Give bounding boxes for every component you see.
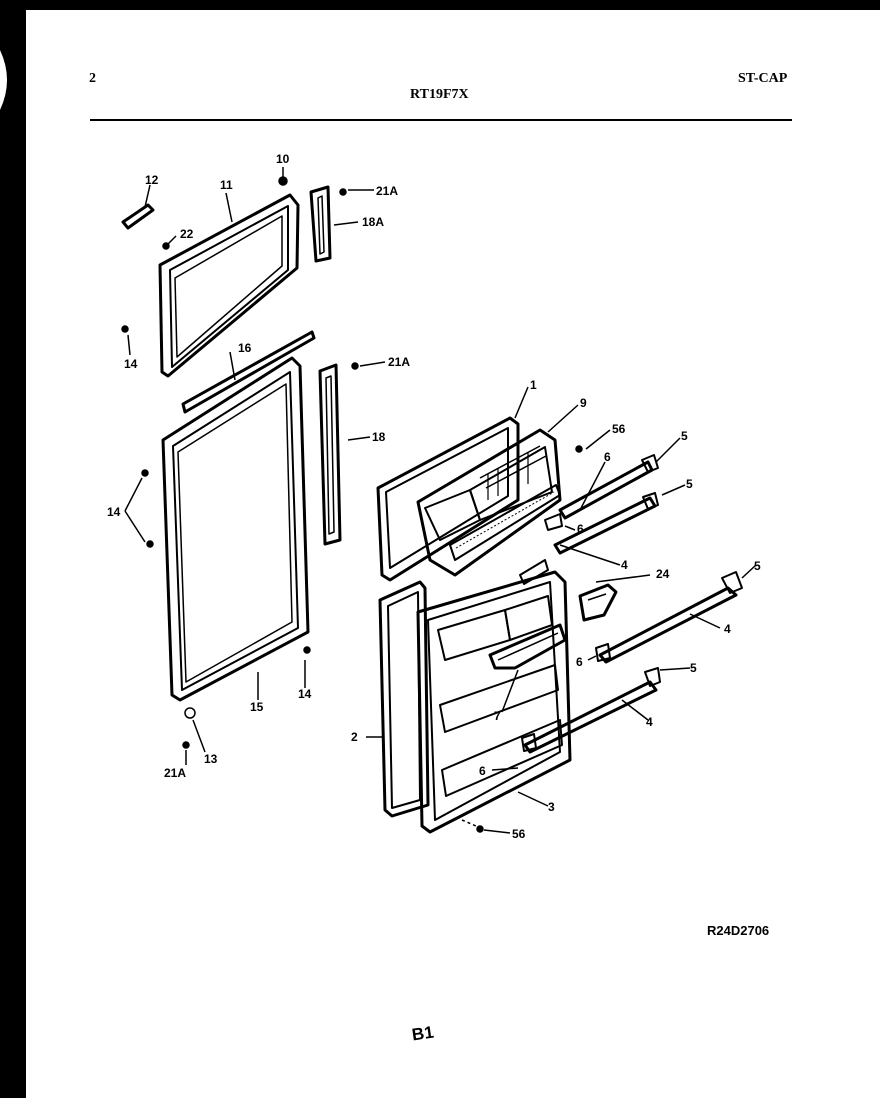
leader-lines (124, 167, 757, 834)
part-18a-upper-handle (309, 185, 332, 263)
label-5-a: 5 (681, 429, 688, 443)
label-56-bottom: 56 (512, 827, 526, 841)
label-6-a: 6 (604, 450, 611, 464)
label-5-d: 5 (690, 661, 697, 675)
label-4-a: 4 (621, 558, 628, 572)
label-9: 9 (580, 396, 587, 410)
label-1: 1 (530, 378, 537, 392)
label-7: 7 (494, 709, 501, 723)
part-3-fresh-food-door-liner (416, 570, 572, 834)
part-12-cap (121, 203, 155, 230)
label-21a-bottom: 21A (164, 766, 186, 780)
part-15-fresh-food-liner-frame (161, 356, 310, 702)
part-18-lower-handle (318, 363, 342, 546)
section-code: ST-CAP (738, 71, 788, 86)
part-16-gasket-strip (181, 330, 316, 414)
part-2-fresh-food-door-panel (378, 580, 430, 818)
label-6-c: 6 (576, 655, 583, 669)
part-11-freezer-liner-frame (158, 193, 300, 378)
label-11: 11 (220, 178, 233, 192)
label-18a: 18A (362, 215, 384, 229)
scan-edge-mark (0, 50, 13, 110)
label-12: 12 (145, 173, 159, 187)
label-2: 2 (351, 730, 358, 744)
part-5-shelf-rail-upper (558, 454, 659, 520)
part-4-rail-right-low (521, 667, 661, 754)
part-5-shelf-rail-second (553, 492, 659, 555)
label-4-c: 4 (646, 715, 653, 729)
label-14-right: 14 (298, 687, 312, 701)
label-56-top: 56 (612, 422, 626, 436)
footer-mark: B1 (410, 1022, 435, 1045)
header-rule (90, 119, 792, 121)
label-14-left: 14 (107, 505, 121, 519)
part-9-freezer-door-liner (416, 428, 562, 577)
label-14-upper: 14 (124, 357, 138, 371)
label-6-b: 6 (577, 522, 584, 536)
part-1-freezer-door-panel (376, 416, 520, 582)
label-4-b: 4 (724, 622, 731, 636)
part-labels: 12 11 10 21A 18A 22 14 16 21A 18 14 15 1… (107, 152, 761, 841)
label-3: 3 (548, 800, 555, 814)
label-22: 22 (180, 227, 194, 241)
fasteners (121, 176, 583, 833)
label-15: 15 (250, 700, 264, 714)
part-24-dairy-bin (578, 583, 618, 622)
part-4-rail-right-mid (595, 571, 743, 664)
label-16: 16 (238, 341, 252, 355)
part-7-door-shelf (488, 623, 567, 670)
page-number: 2 (89, 71, 96, 86)
label-6-d: 6 (479, 764, 486, 778)
label-18: 18 (372, 430, 386, 444)
drawing-code: R24D2706 (707, 923, 770, 938)
label-24: 24 (656, 567, 670, 581)
label-21a-top: 21A (376, 184, 398, 198)
label-13: 13 (204, 752, 218, 766)
label-5-b: 5 (686, 477, 693, 491)
label-10: 10 (276, 152, 290, 166)
label-21a-mid: 21A (388, 355, 410, 369)
model-number: RT19F7X (410, 87, 469, 102)
label-5-c: 5 (754, 559, 761, 573)
